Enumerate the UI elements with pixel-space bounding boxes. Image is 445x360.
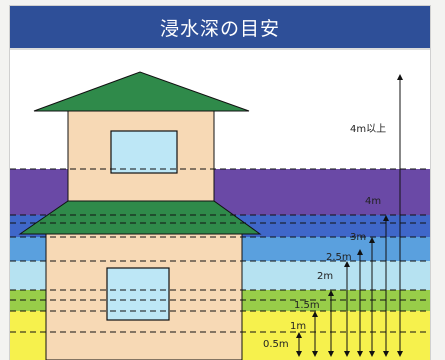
diagram-title: 浸水深の目安 (159, 17, 280, 40)
depth-label-4m-plus: 4m以上 (350, 123, 386, 135)
depth-label-2m: 2m (317, 271, 333, 282)
house-top-roof (33, 71, 250, 112)
depth-label-0-5m: 0.5m (263, 339, 289, 350)
depth-label-1-5m: 1.5m (294, 300, 320, 311)
depth-label-2-5m: 2.5m (326, 252, 352, 263)
depth-label-3m: 3m (350, 232, 366, 243)
house-mid-roof (18, 200, 262, 235)
house-upper-window (110, 130, 178, 174)
depth-label-4m: 4m (365, 196, 381, 207)
diagram-header: 浸水深の目安 (10, 6, 430, 50)
house-lower-window (106, 267, 170, 321)
depth-label-1m: 1m (290, 321, 306, 332)
depth-arrows (296, 74, 403, 357)
